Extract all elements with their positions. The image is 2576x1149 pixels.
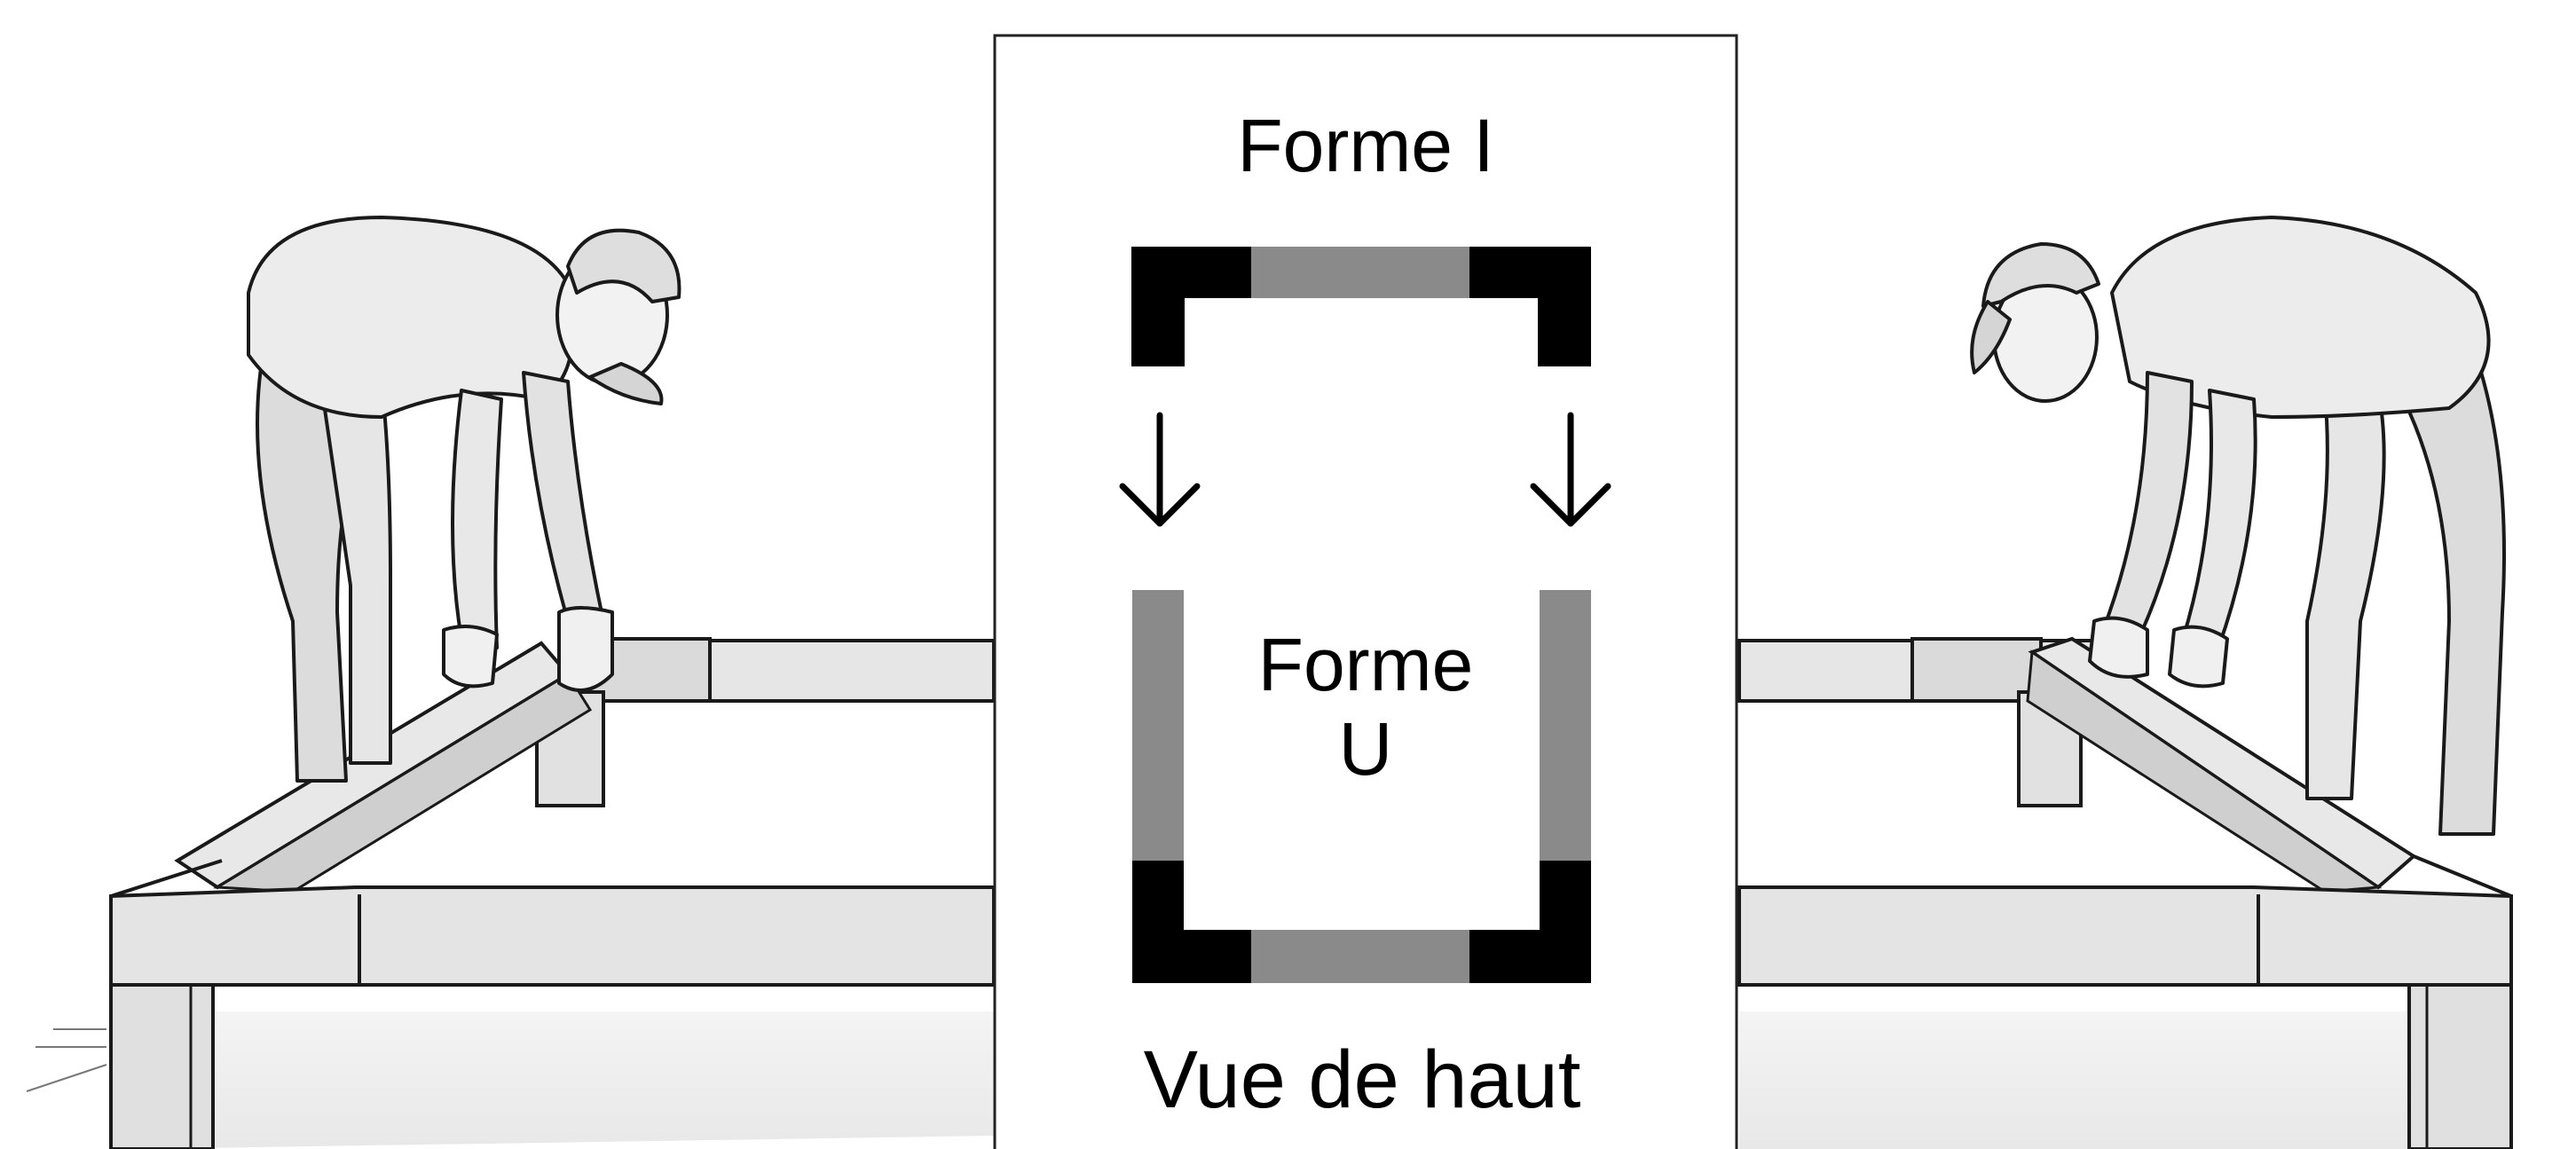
front-beam-left <box>109 885 996 987</box>
top-view-caption: Vue de haut <box>1144 1035 1581 1125</box>
arrow-down-icon <box>1530 412 1611 527</box>
arrow-down-icon <box>1119 412 1201 527</box>
floor-shadow-left <box>133 1011 994 1149</box>
front-beam-right <box>1737 885 2513 987</box>
front-leg-right <box>2407 983 2513 1149</box>
forme-i-shape <box>1131 247 1591 366</box>
front-leg-left <box>109 983 215 1149</box>
forme-u-title-line2: U <box>1339 707 1393 791</box>
corner-bottom-left <box>1132 861 1251 983</box>
straight-piece-top <box>1249 247 1471 298</box>
straight-piece-bottom <box>1249 930 1471 983</box>
left-scene <box>26 216 996 1149</box>
floor-shadow-right <box>1739 1011 2511 1149</box>
right-scene <box>1737 216 2513 1149</box>
corner-bottom-right <box>1469 861 1591 983</box>
top-view-panel: Forme I Forme U Vue de haut <box>993 34 1738 1149</box>
straight-piece-left <box>1132 590 1184 865</box>
forme-u-title-line1: Forme <box>1258 623 1474 706</box>
side-beam-left-face <box>213 672 593 893</box>
forme-i-title: Forme I <box>1237 104 1493 187</box>
worker-right <box>1970 216 2506 836</box>
worker-left <box>247 216 681 783</box>
corner-top-right <box>1469 247 1591 366</box>
forme-u-shape <box>1132 590 1591 983</box>
corner-top-left <box>1131 247 1251 366</box>
straight-piece-right <box>1540 590 1591 865</box>
